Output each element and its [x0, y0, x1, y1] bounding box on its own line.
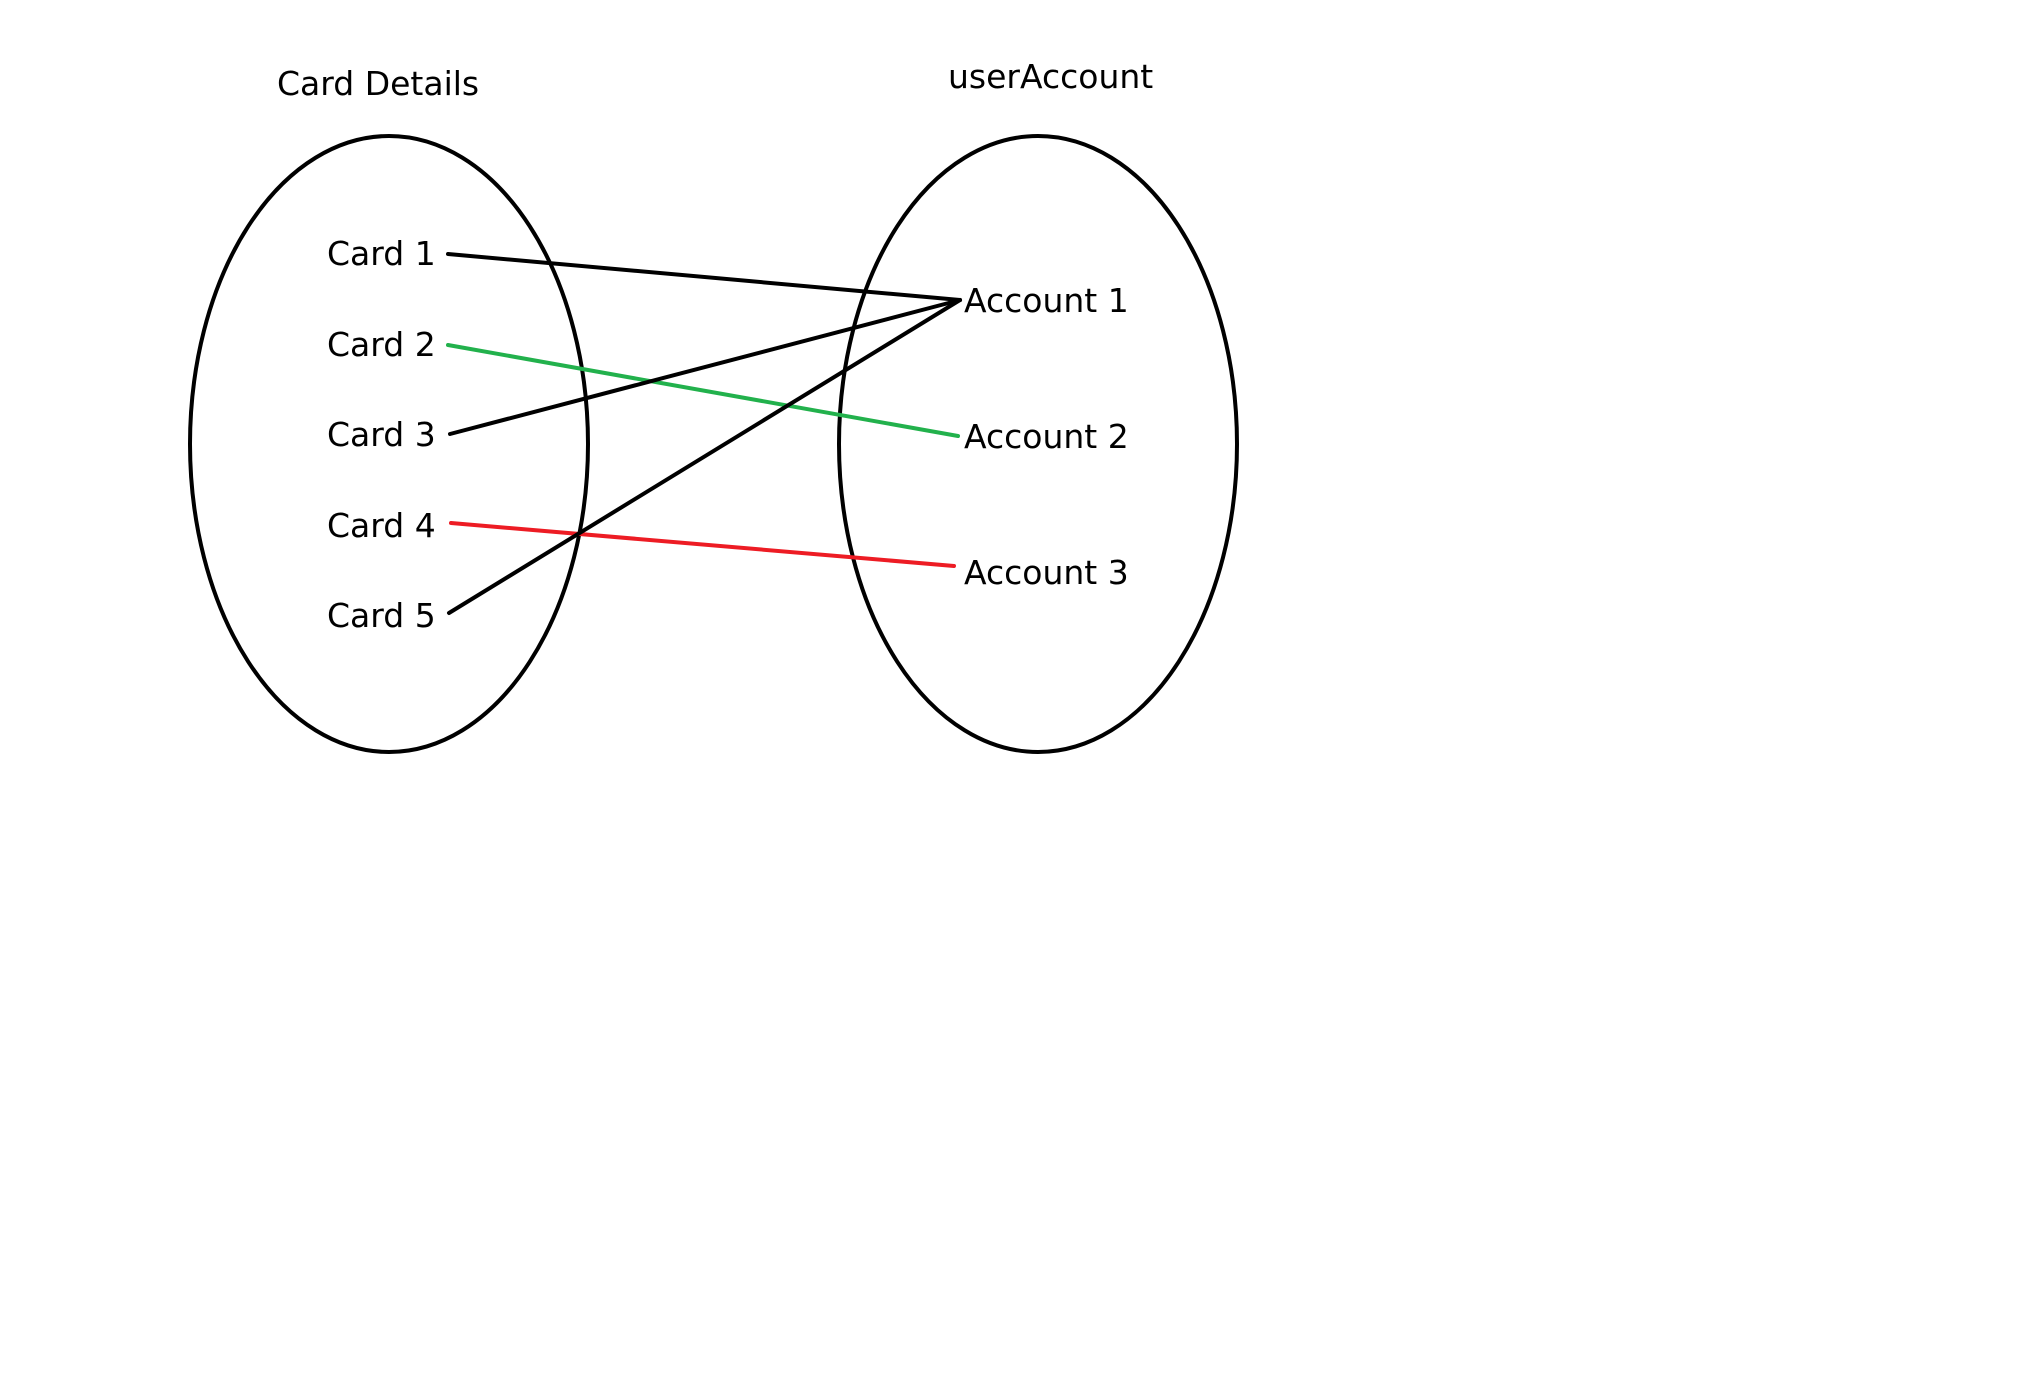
link-4-to-3	[449, 521, 956, 568]
card-item: Card 3	[327, 415, 436, 454]
right-set-title: userAccount	[948, 57, 1153, 96]
account-item: Account 2	[964, 417, 1129, 456]
left-set-ellipse	[188, 134, 590, 754]
link-5-to-1	[447, 298, 962, 615]
account-item: Account 3	[964, 553, 1129, 592]
card-item: Card 2	[327, 325, 436, 364]
card-item: Card 4	[327, 506, 436, 545]
link-2-to-2	[446, 343, 960, 438]
account-item: Account 1	[964, 281, 1129, 320]
link-3-to-1	[448, 298, 962, 436]
mapping-links	[446, 252, 962, 615]
card-item: Card 1	[327, 234, 436, 273]
card-item: Card 5	[327, 596, 436, 635]
left-set-title: Card Details	[277, 64, 479, 103]
right-set-ellipse	[837, 134, 1239, 754]
link-1-to-1	[446, 252, 962, 302]
